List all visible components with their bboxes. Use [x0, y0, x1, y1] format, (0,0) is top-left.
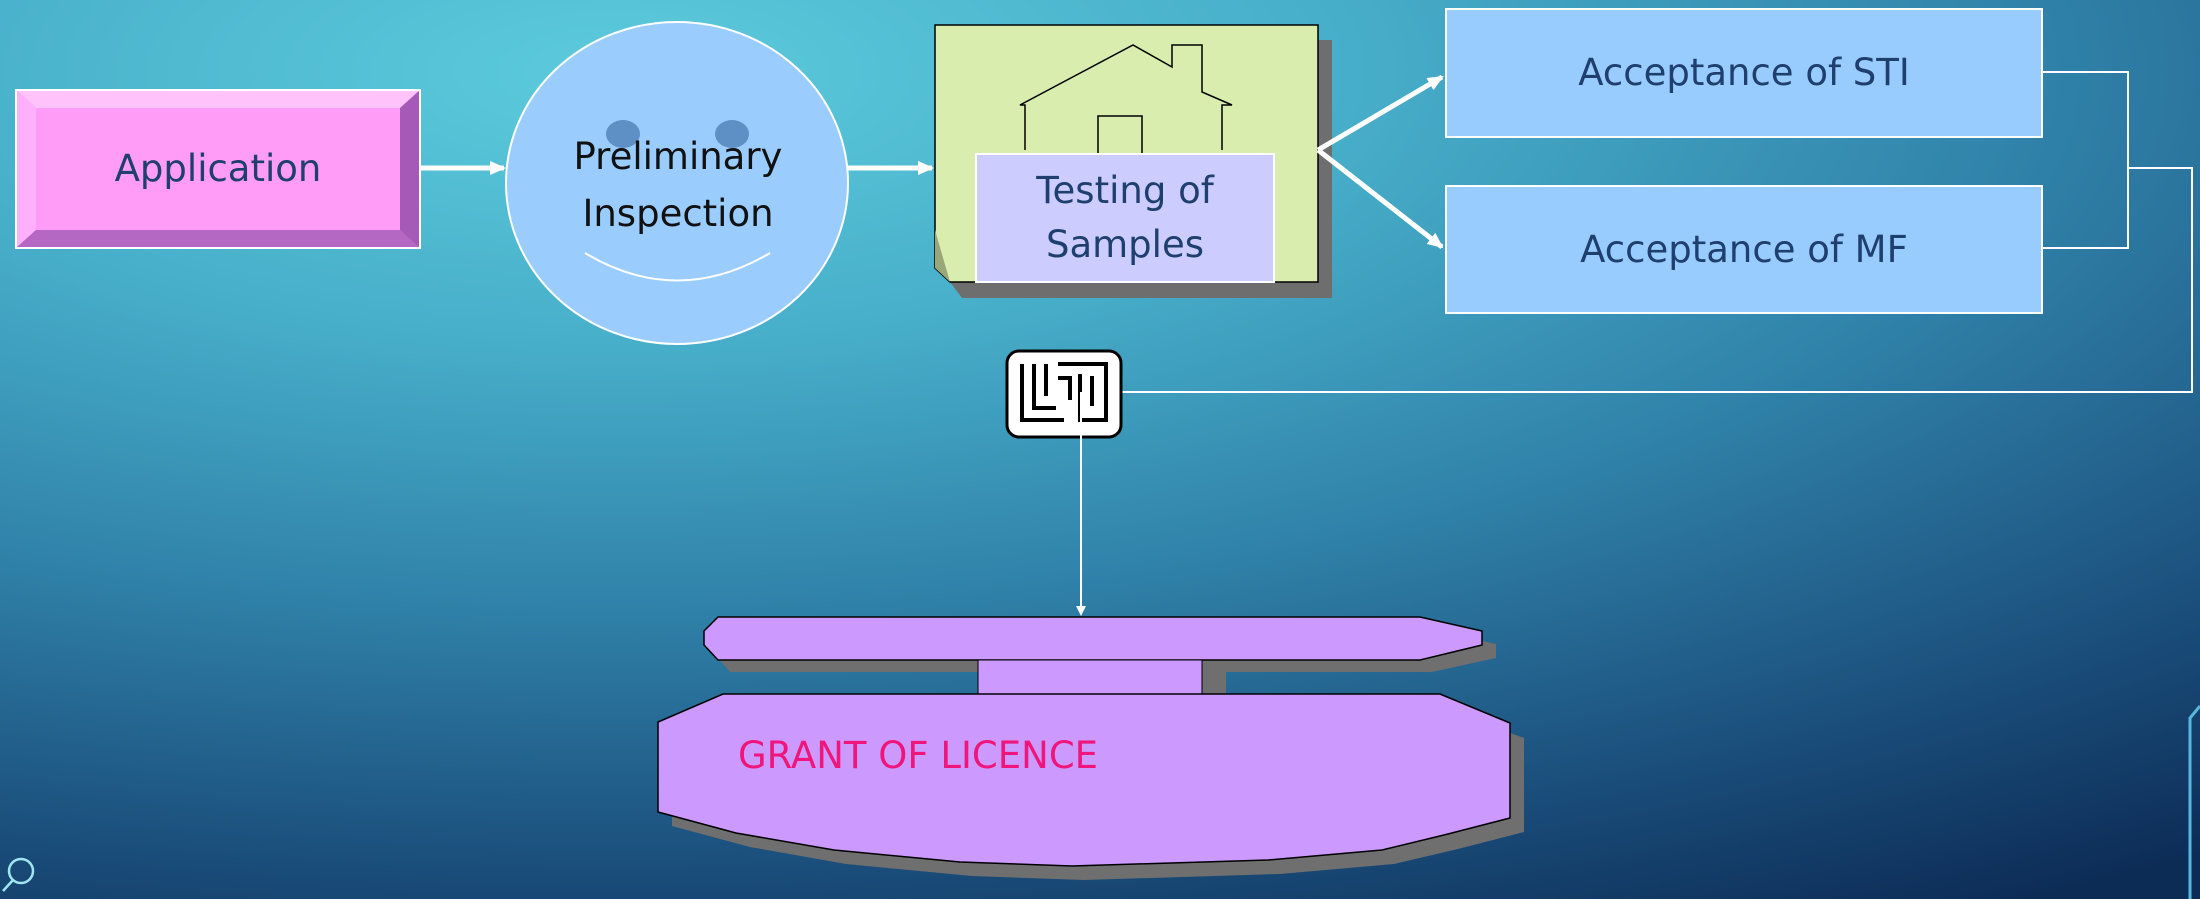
acceptance-merge-connector — [1118, 71, 2193, 393]
testing-of-samples-box — [975, 153, 1275, 283]
acceptance-sti-box — [1445, 8, 2043, 138]
arrow-testing-to-sti — [1316, 74, 1444, 153]
house-icon — [1019, 44, 1233, 158]
application-box — [15, 89, 421, 249]
search-icon — [2, 857, 35, 892]
smiley-face-icon — [505, 21, 849, 345]
corner-bracket-decoration — [2188, 705, 2200, 899]
grant-of-licence-label: GRANT OF LICENCE — [738, 734, 1099, 778]
acceptance-mf-label: Acceptance of MF — [1580, 227, 1908, 271]
testing-of-samples-label: Testing of Samples — [1036, 169, 1214, 266]
application-label: Application — [114, 147, 322, 191]
acceptance-mf-box — [1445, 185, 2043, 314]
preliminary-inspection-label: Preliminary Inspection — [573, 134, 783, 235]
isi-mark-logo-icon — [1005, 349, 1123, 439]
acceptance-sti-label: Acceptance of STI — [1578, 51, 1910, 95]
licence-shape — [657, 616, 1511, 867]
arrow-testing-to-mf — [1316, 148, 1444, 249]
